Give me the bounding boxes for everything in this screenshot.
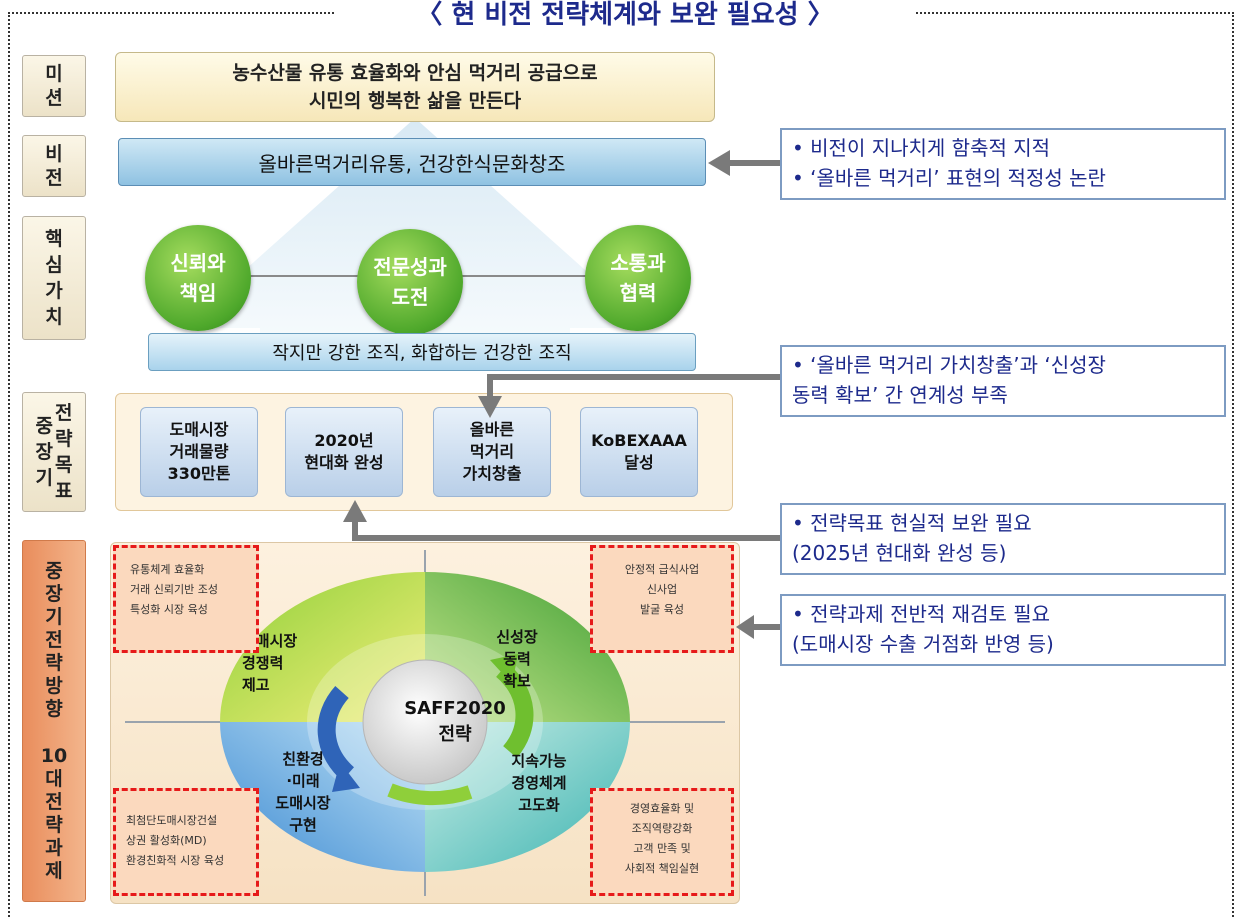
tasks-top-right: 안정적 급식사업 신사업 발굴 육성 xyxy=(590,545,734,653)
tasks-bottom-left: 최첨단도매시장건설 상권 활성화(MD) 환경친화적 시장 육성 xyxy=(113,788,259,896)
goal-volume: 도매시장 거래물량 330만톤 xyxy=(140,407,258,497)
strategy-center-label: SAFF2020 전략 xyxy=(404,698,506,745)
label-direction-tasks: 중 장 기 전 략 방 향 10 대 전 략 과 제 xyxy=(22,540,86,902)
label-direction: 중 장 기 전 략 방 향 xyxy=(45,559,63,720)
label-vision: 비 전 xyxy=(22,135,86,197)
label-goals-part1: 중 장 기 xyxy=(35,415,53,489)
segment-new-growth: 신성장 동력 확보 xyxy=(496,628,538,690)
goal-kobex: KoBEXAAA 달성 xyxy=(580,407,698,497)
note-task-review: • 전략과제 전반적 재검토 필요 (도매시장 수출 거점화 반영 등) xyxy=(780,594,1226,666)
mission-line-2: 시민의 행복한 삶을 만든다 xyxy=(308,90,522,112)
goal-value-creation: 올바른 먹거리 가치창출 xyxy=(433,407,551,497)
mission-line-1: 농수산물 유통 효율화와 안심 먹거리 공급으로 xyxy=(232,62,598,84)
organization-box: 작지만 강한 조직, 화합하는 건강한 조직 xyxy=(148,333,696,371)
strategy-wheel xyxy=(125,550,725,896)
tasks-bottom-right: 경영효율화 및 조직역량강화 고객 만족 및 사회적 책임실현 xyxy=(590,788,734,896)
page-title: 〈 현 비전 전략체계와 보완 필요성 〉 xyxy=(335,0,915,30)
mission-box: 농수산물 유통 효율화와 안심 먹거리 공급으로 시민의 행복한 삶을 만든다 xyxy=(115,52,715,122)
core-value-trust: 신뢰와 책임 xyxy=(145,225,251,331)
segment-eco-future: 친환경 ·미래 도매시장 구현 xyxy=(275,750,331,834)
label-goals-part2: 전 략 목 표 xyxy=(55,402,73,502)
core-value-expertise: 전문성과 도전 xyxy=(357,229,463,335)
label-core-values: 핵 심 가 치 xyxy=(22,216,86,340)
goal-modernization: 2020년 현대화 완성 xyxy=(285,407,403,497)
note-goal-linkage: • ‘올바른 먹거리 가치창출’과 ‘신성장 동력 확보’ 간 연계성 부족 xyxy=(780,345,1226,417)
label-tasks: 10 대 전 략 과 제 xyxy=(40,744,68,882)
core-value-communication: 소통과 협력 xyxy=(585,225,691,331)
note-goal-realism: • 전략목표 현실적 보완 필요 (2025년 현대화 완성 등) xyxy=(780,503,1226,575)
note-vision: • 비전이 지나치게 함축적 지적 • ‘올바른 먹거리’ 표현의 적정성 논란 xyxy=(780,128,1226,200)
segment-sustainable-management: 지속가능 경영체계 고도화 xyxy=(511,752,567,814)
tasks-top-left: 유통체계 효율화 거래 신뢰기반 조성 특성화 시장 육성 xyxy=(113,545,259,653)
vision-box: 올바른먹거리유통, 건강한식문화창조 xyxy=(118,138,706,186)
label-strategic-goals: 중 장 기 전 략 목 표 xyxy=(22,392,86,512)
label-mission: 미 션 xyxy=(22,55,86,117)
